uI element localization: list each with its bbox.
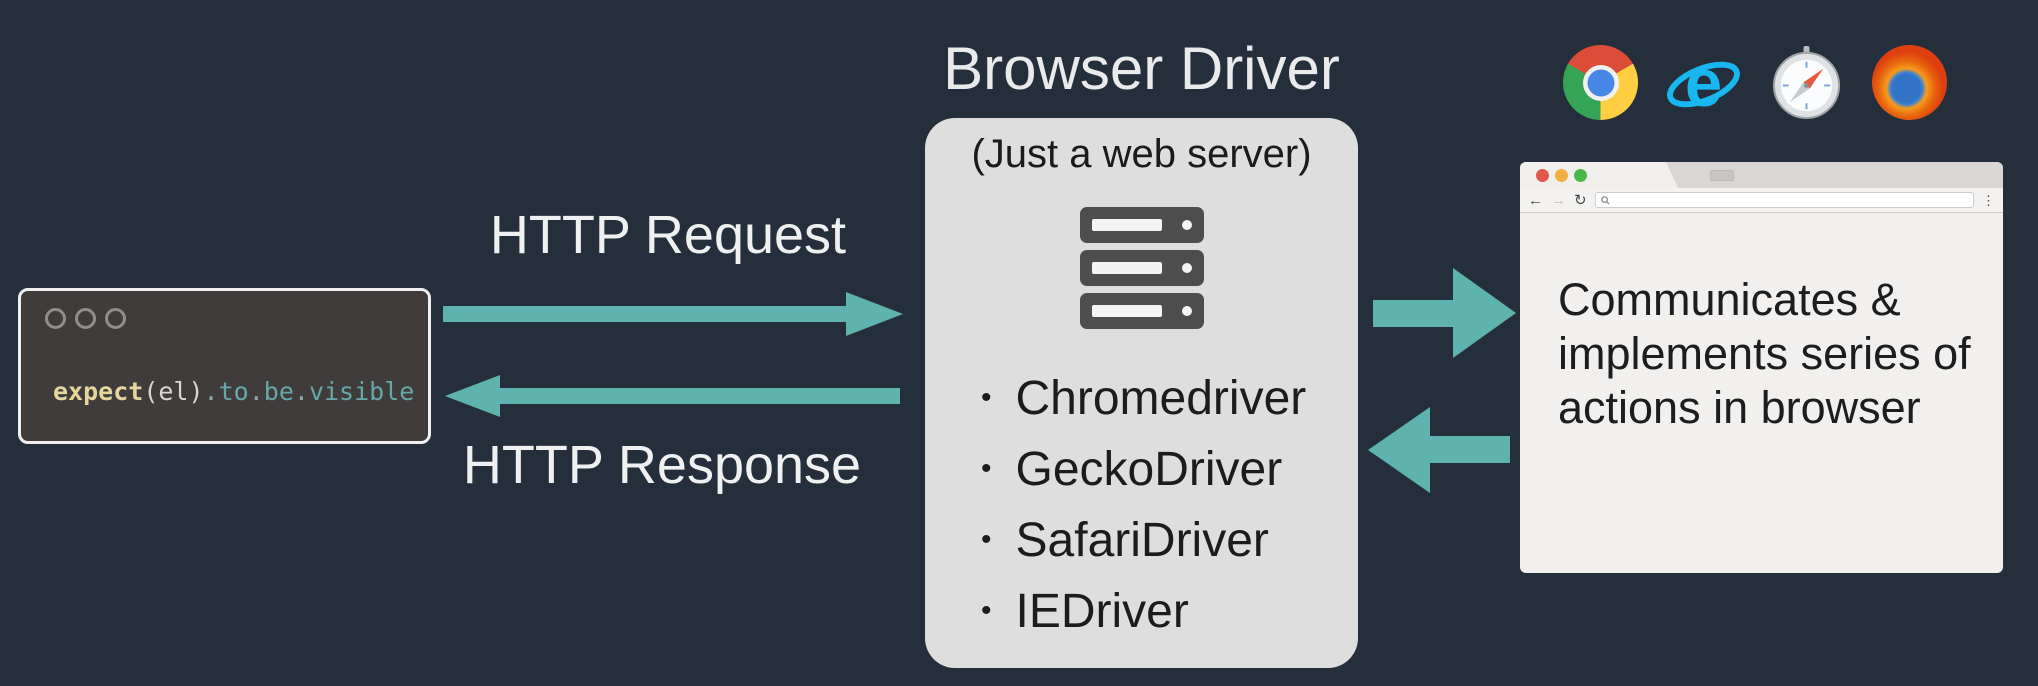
traffic-light-icon [75,308,96,329]
server-stack-icon [1079,207,1204,329]
code-token-visible: visible [308,377,415,406]
code-token-dot: . [293,377,309,406]
http-response-arrow [500,388,900,404]
browser-tabbar [1520,162,2003,188]
code-token-dot: . [248,377,264,406]
reload-icon: ↻ [1574,191,1587,209]
browser-logos-row: e [1563,45,1947,121]
browser-content-text: Communicates & implements series of acti… [1558,274,1971,433]
server-unit-icon [1079,250,1204,286]
driver-name: IEDriver [1015,584,1189,638]
code-editor-window: expect(el).to.be.visible [18,288,431,444]
internet-explorer-icon: e [1666,45,1741,121]
safari-icon [1769,45,1844,120]
forward-icon: → [1551,191,1566,209]
code-snippet: expect(el).to.be.visible [53,377,414,406]
firefox-icon [1872,45,1947,120]
http-request-arrowhead-icon [846,292,903,336]
svg-text:e: e [1685,46,1722,120]
new-tab-button [1710,170,1734,181]
zoom-icon [1574,169,1587,182]
driver-name: Chromedriver [1015,371,1307,425]
close-icon [1536,169,1549,182]
list-item-geckodriver: • GeckoDriver [981,442,1358,496]
driver-name: SafariDriver [1015,513,1269,567]
traffic-light-icon [105,308,126,329]
http-response-label: HTTP Response [462,435,862,495]
driver-to-browser-arrowhead-icon [1453,268,1516,358]
bullet-icon: • [981,381,992,414]
minimize-icon [1555,169,1568,182]
code-token-to: to [218,377,249,406]
browser-to-driver-arrow [1430,436,1510,463]
url-bar [1594,192,1974,208]
code-token-expect: expect [53,377,144,406]
driver-to-browser-arrow [1373,300,1453,327]
list-item-iedriver: • IEDriver [981,584,1358,638]
browser-driver-box: (Just a web server) • Chromedriver • Gecko… [925,118,1358,668]
code-token-be: be [263,377,294,406]
server-unit-icon [1079,293,1204,329]
browser-window: ← → ↻ ⋮ Communicates & implements series… [1520,162,2003,573]
chrome-icon [1563,45,1638,120]
window-traffic-lights [45,308,126,329]
back-icon: ← [1528,191,1543,209]
server-unit-icon [1079,207,1204,243]
driver-subtitle: (Just a web server) [971,132,1312,176]
code-token-dot: . [203,377,219,406]
browser-to-driver-arrowhead-icon [1368,407,1430,493]
http-request-label: HTTP Request [489,205,847,265]
menu-kebab-icon: ⋮ [1982,192,1995,208]
window-traffic-lights [1536,169,1587,182]
browser-toolbar: ← → ↻ ⋮ [1520,188,2003,213]
list-item-chromedriver: • Chromedriver [981,371,1358,425]
code-token-args: (el) [143,377,204,406]
browser-driver-title: Browser Driver [943,35,1340,102]
bullet-icon: • [981,523,992,556]
list-item-safaridriver: • SafariDriver [981,513,1358,567]
bullet-icon: • [981,594,992,627]
traffic-light-icon [45,308,66,329]
driver-name: GeckoDriver [1015,442,1283,496]
http-request-arrow [443,306,846,322]
http-response-arrowhead-icon [445,375,500,417]
driver-list: • Chromedriver • GeckoDriver • SafariDriver… [925,371,1358,638]
search-icon [1600,195,1610,205]
bullet-icon: • [981,452,992,485]
